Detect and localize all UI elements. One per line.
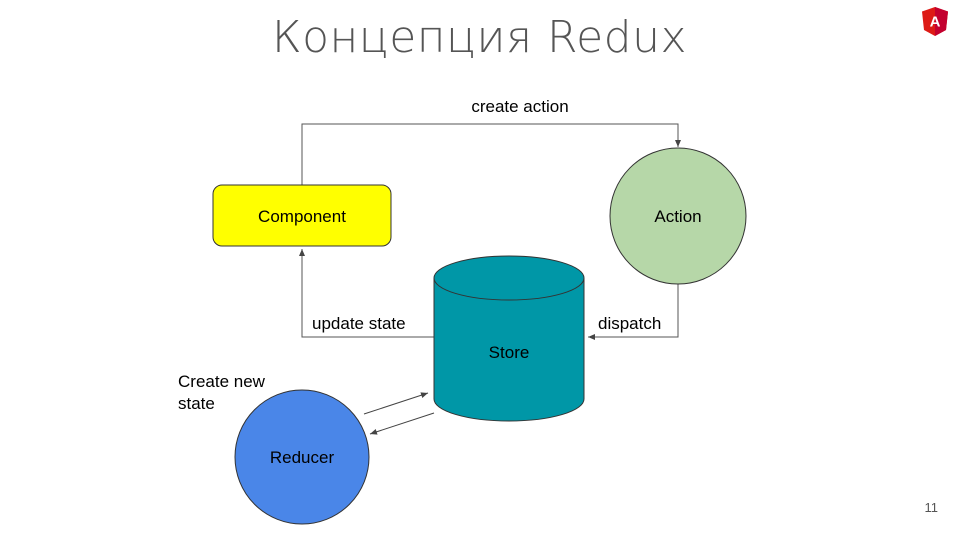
component-label: Component	[258, 207, 346, 226]
create-new-state-label-line2: state	[178, 394, 215, 413]
reducer-node	[234, 389, 370, 525]
page-number: 11	[924, 500, 939, 515]
update-state-label: update state	[312, 314, 406, 333]
angular-logo-letter: A	[930, 14, 941, 31]
create-new-state-label-line1: Create new	[178, 372, 266, 391]
update-state-connector	[299, 249, 434, 338]
slide-title: Концепция Redux	[271, 12, 688, 63]
reducer-label: Reducer	[270, 448, 335, 467]
create-action-connector	[301, 123, 681, 185]
create-action-label: create action	[471, 97, 568, 116]
action-label: Action	[654, 207, 701, 226]
store-node	[433, 255, 585, 422]
component-node	[212, 184, 392, 247]
dispatch-label: dispatch	[598, 314, 661, 333]
angular-logo-icon: A	[922, 7, 948, 36]
reducer-to-store-arrow	[363, 392, 429, 415]
store-label: Store	[489, 343, 530, 362]
action-node	[609, 147, 747, 285]
store-to-reducer-arrow	[369, 412, 435, 435]
dispatch-connector	[588, 284, 679, 340]
